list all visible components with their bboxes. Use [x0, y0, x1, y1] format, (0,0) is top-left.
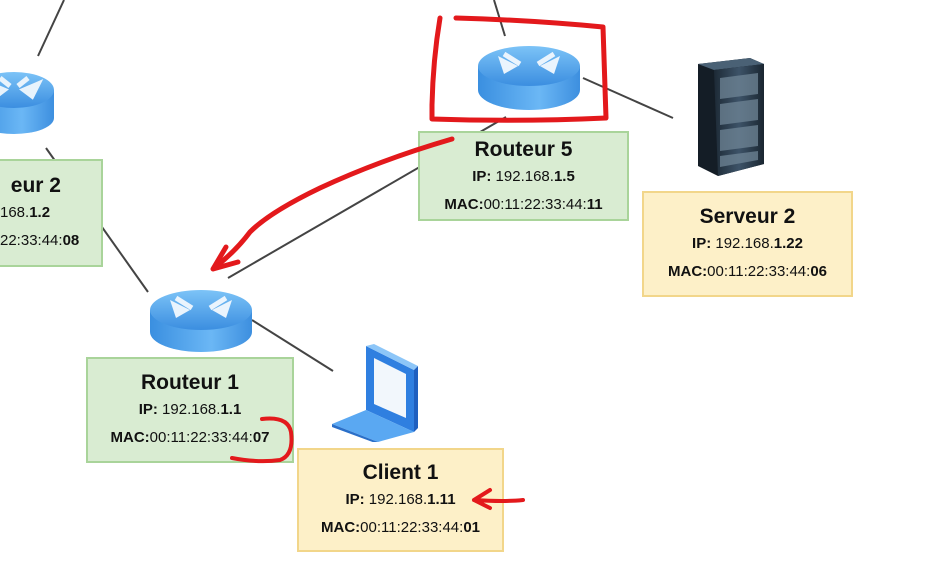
link-top-to-routeur2: [37, 0, 65, 57]
mac-prefix: MAC:: [110, 429, 150, 446]
mac-host: 11: [586, 196, 603, 213]
ip-base: 192.168.: [368, 491, 428, 508]
ip-host: 1.5: [553, 168, 575, 185]
ip-prefix: IP:: [138, 401, 163, 418]
node-title: Routeur 5: [474, 138, 573, 161]
mac-host: 08: [62, 232, 80, 249]
mac-base: 00:11:22:33:44:: [149, 429, 253, 446]
node-mac: 22:33:44:08: [0, 227, 101, 255]
node-title: Routeur 1: [140, 371, 239, 394]
mac-base: 00:11:22:33:44:: [707, 263, 811, 280]
ip-base: 192.168.: [715, 235, 774, 252]
ip-host: 1.11: [427, 491, 456, 508]
mac-prefix: MAC:: [444, 196, 484, 213]
mac-prefix: MAC:: [321, 519, 361, 536]
node-title: eur 2: [10, 174, 61, 197]
node-card-routeur2: eur 2 168.1.2 22:33:44:08: [0, 159, 103, 267]
node-mac: MAC:00:11:22:33:44:11: [420, 191, 627, 219]
node-mac: MAC:00:11:22:33:44:07: [88, 424, 292, 452]
router-icon: [150, 290, 252, 352]
ip-prefix: IP:: [692, 235, 716, 252]
node-ip: 168.1.2: [0, 199, 101, 227]
ip-host: 1.22: [773, 235, 803, 252]
mac-prefix: MAC:: [668, 263, 708, 280]
laptop-icon: [332, 344, 418, 442]
node-ip: IP: 192.168.1.22: [644, 230, 851, 258]
mac-host: 07: [252, 429, 270, 446]
node-mac: MAC:00:11:22:33:44:01: [299, 514, 502, 542]
link-routeur5-serveur2: [582, 77, 674, 119]
ip-host: 1.1: [220, 401, 242, 418]
node-ip: IP: 192.168.1.11: [299, 486, 502, 514]
node-card-client1: Client 1 IP: 192.168.1.11 MAC:00:11:22:3…: [297, 448, 504, 552]
mac-base: 00:11:22:33:44:: [360, 519, 464, 536]
node-mac: MAC:00:11:22:33:44:06: [644, 258, 851, 286]
router-icon: [478, 46, 580, 110]
node-card-routeur1: Routeur 1 IP: 192.168.1.1 MAC:00:11:22:3…: [86, 357, 294, 463]
ip-base: 168.: [0, 204, 30, 221]
node-ip: IP: 192.168.1.1: [88, 396, 292, 424]
ip-prefix: IP:: [345, 491, 369, 508]
router-icon: [0, 72, 54, 134]
node-title: Serveur 2: [699, 205, 796, 228]
mac-host: 01: [463, 519, 480, 536]
node-card-routeur5: Routeur 5 IP: 192.168.1.5 MAC:00:11:22:3…: [418, 131, 629, 221]
node-title: Client 1: [362, 461, 439, 484]
node-ip: IP: 192.168.1.5: [420, 163, 627, 191]
ip-prefix: IP:: [472, 168, 496, 185]
mac-base: 00:11:22:33:44:: [483, 196, 587, 213]
mac-host: 06: [810, 263, 827, 280]
server-icon: [698, 58, 764, 176]
node-card-serveur2: Serveur 2 IP: 192.168.1.22 MAC:00:11:22:…: [642, 191, 853, 297]
mac-base: 22:33:44:: [0, 232, 63, 249]
ip-host: 1.2: [29, 204, 51, 221]
link-routeur1-client1: [251, 319, 334, 372]
ip-base: 192.168.: [162, 401, 221, 418]
ip-base: 192.168.: [495, 168, 554, 185]
link-top-to-routeur5: [493, 0, 506, 37]
